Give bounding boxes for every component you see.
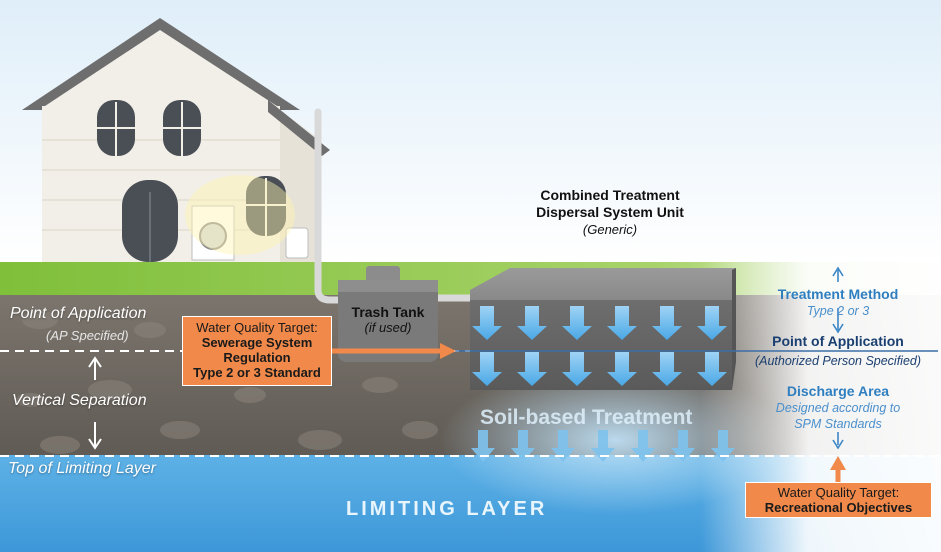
wq-left-line1: Sewerage System (201, 335, 313, 350)
left-top-of-limiting-layer: Top of Limiting Layer (8, 460, 156, 477)
system-title-line1: Combined Treatment (540, 187, 680, 203)
trash-tank-title: Trash Tank (351, 304, 425, 320)
system-title: Combined Treatment Dispersal System Unit… (510, 187, 710, 238)
right-discharge-area: Discharge Area (786, 383, 890, 399)
left-target-arrowhead (440, 343, 456, 359)
soil-based-treatment-label: Soil-based Treatment (480, 406, 693, 429)
dispersal-unit (470, 268, 736, 390)
right-authorized-person: (Authorized Person Specified) (754, 354, 922, 368)
vertical-separation-arrow (88, 356, 102, 450)
trash-tank-label: Trash Tank (if used) (340, 304, 436, 336)
left-vertical-separation: Vertical Separation (12, 392, 147, 409)
downflow-arrows (472, 306, 727, 386)
house (22, 18, 330, 262)
trash-tank (338, 266, 438, 362)
wq-left-line2: Regulation (223, 350, 291, 365)
wq-right-line1: Recreational Objectives (764, 500, 913, 515)
right-point-of-application: Point of Application (772, 333, 904, 349)
soil-flow-arrows (471, 430, 735, 462)
wq-right-heading: Water Quality Target: (777, 485, 900, 500)
right-scale-arrows (832, 266, 844, 450)
water-quality-target-left: Water Quality Target: Sewerage System Re… (182, 316, 332, 386)
wq-left-heading: Water Quality Target: (196, 320, 318, 335)
system-title-line2: Dispersal System Unit (536, 204, 684, 220)
toilet (285, 227, 309, 259)
wq-left-line3: Type 2 or 3 Standard (193, 365, 321, 380)
right-discharge-sub2: SPM Standards (794, 417, 882, 431)
water-quality-target-right: Water Quality Target: Recreational Objec… (745, 482, 932, 518)
trash-tank-sub: (if used) (364, 320, 412, 335)
left-ap-specified: (AP Specified) (46, 328, 129, 343)
limiting-layer-label: LIMITING LAYER (346, 498, 548, 520)
right-treatment-method-sub: Type 2 or 3 (806, 304, 870, 318)
left-point-of-application: Point of Application (10, 305, 147, 322)
right-treatment-method: Treatment Method (777, 286, 899, 302)
right-discharge-sub1: Designed according to (775, 401, 901, 415)
right-target-arrowhead (830, 456, 846, 470)
system-title-sub: (Generic) (582, 222, 638, 237)
